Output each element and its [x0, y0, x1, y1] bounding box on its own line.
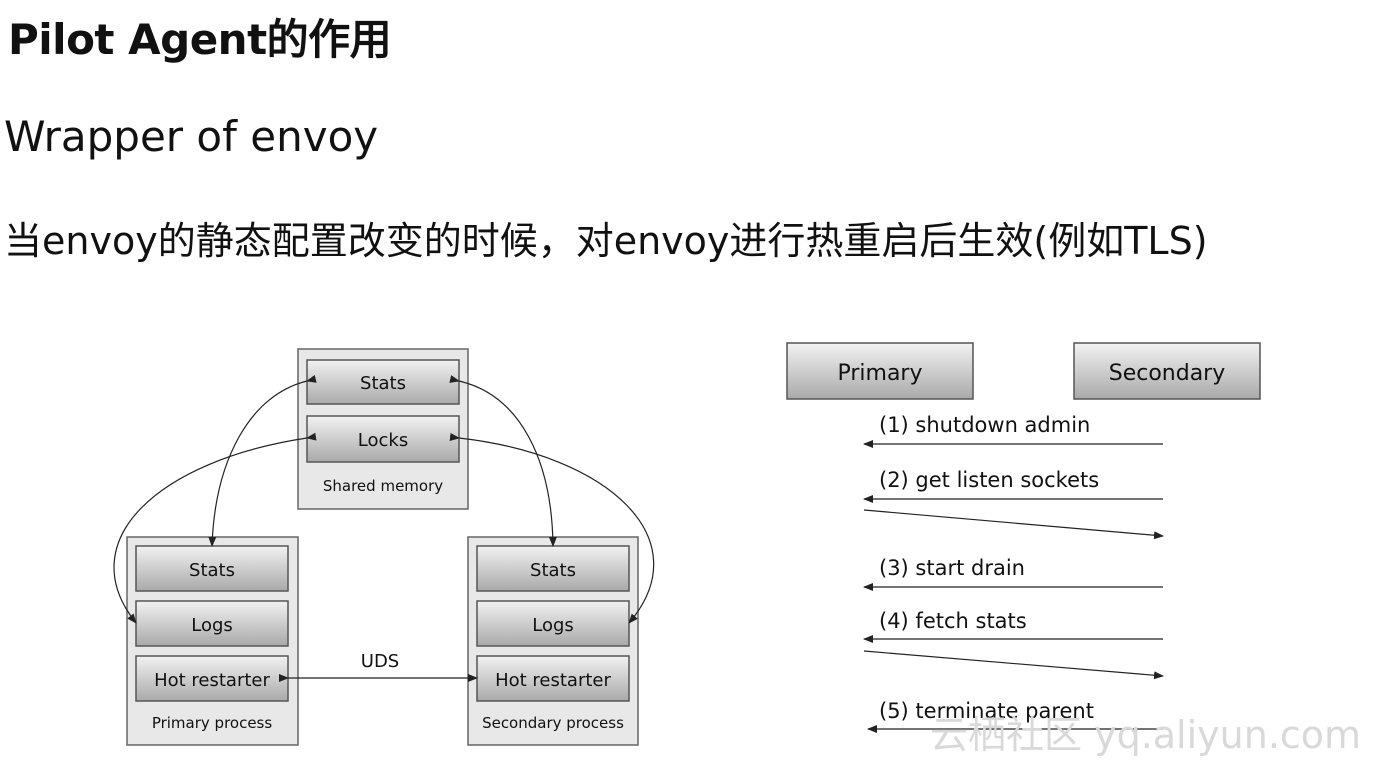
uds-label: UDS: [361, 651, 399, 672]
connector-primary-stats: [208, 374, 317, 547]
connector-secondary-stats: [449, 375, 557, 547]
primary-hot-restarter-label: Hot restarter: [154, 670, 270, 691]
secondary-logs-label: Logs: [532, 615, 574, 636]
msg4-reply-arrow: [863, 650, 1164, 680]
secondary-participant-label: Secondary: [1109, 361, 1226, 386]
sequence-arrows: [863, 440, 1164, 733]
msg3-label: (3) start drain: [879, 556, 1025, 580]
memory-connectors: [113, 374, 655, 682]
subtitle-wrapper-of-envoy: Wrapper of envoy: [4, 112, 379, 161]
secondary-process-box: Stats Logs Hot restarter Secondary proce…: [467, 536, 639, 746]
secondary-hot-restarter-box: [476, 655, 630, 702]
msg5-label: (5) terminate parent: [879, 699, 1094, 723]
watermark: 云栖社区 yq.aliyun.com: [930, 713, 1361, 757]
shared-locks-box: [306, 415, 460, 463]
msg4-label: (4) fetch stats: [879, 609, 1027, 633]
description-hot-restart: 当envoy的静态配置改变的时候，对envoy进行热重启后生效(例如TLS): [4, 219, 1208, 263]
primary-participant-label: Primary: [837, 361, 922, 386]
memory-diagram: Stats Locks Shared memory Stats Logs Hot…: [113, 348, 655, 746]
msg1-label: (1) shutdown admin: [879, 413, 1090, 437]
msg2-label: (2) get listen sockets: [879, 468, 1099, 492]
shared-memory-box: Stats Locks Shared memory: [297, 348, 469, 510]
primary-participant-box: [786, 342, 974, 400]
shared-memory-caption: Shared memory: [323, 477, 443, 495]
sequence-diagram: Primary Secondary (1) shutdown admin (2)…: [786, 342, 1261, 733]
primary-process-box: Stats Logs Hot restarter Primary process: [126, 536, 299, 746]
msg2-reply-arrow: [863, 509, 1164, 540]
primary-hot-restarter-box: [135, 655, 289, 702]
shared-locks-label: Locks: [358, 430, 408, 451]
slide-title: Pilot Agent的作用: [8, 15, 392, 64]
secondary-hot-restarter-label: Hot restarter: [495, 670, 611, 691]
secondary-participant-box: [1073, 342, 1261, 400]
connector-primary-logs: [113, 432, 317, 624]
primary-logs-label: Logs: [191, 615, 233, 636]
secondary-stats-label: Stats: [530, 560, 576, 581]
connector-secondary-logs: [449, 433, 655, 624]
primary-process-caption: Primary process: [152, 714, 273, 732]
primary-stats-label: Stats: [189, 560, 235, 581]
shared-stats-label: Stats: [360, 373, 406, 394]
secondary-process-caption: Secondary process: [482, 714, 624, 732]
